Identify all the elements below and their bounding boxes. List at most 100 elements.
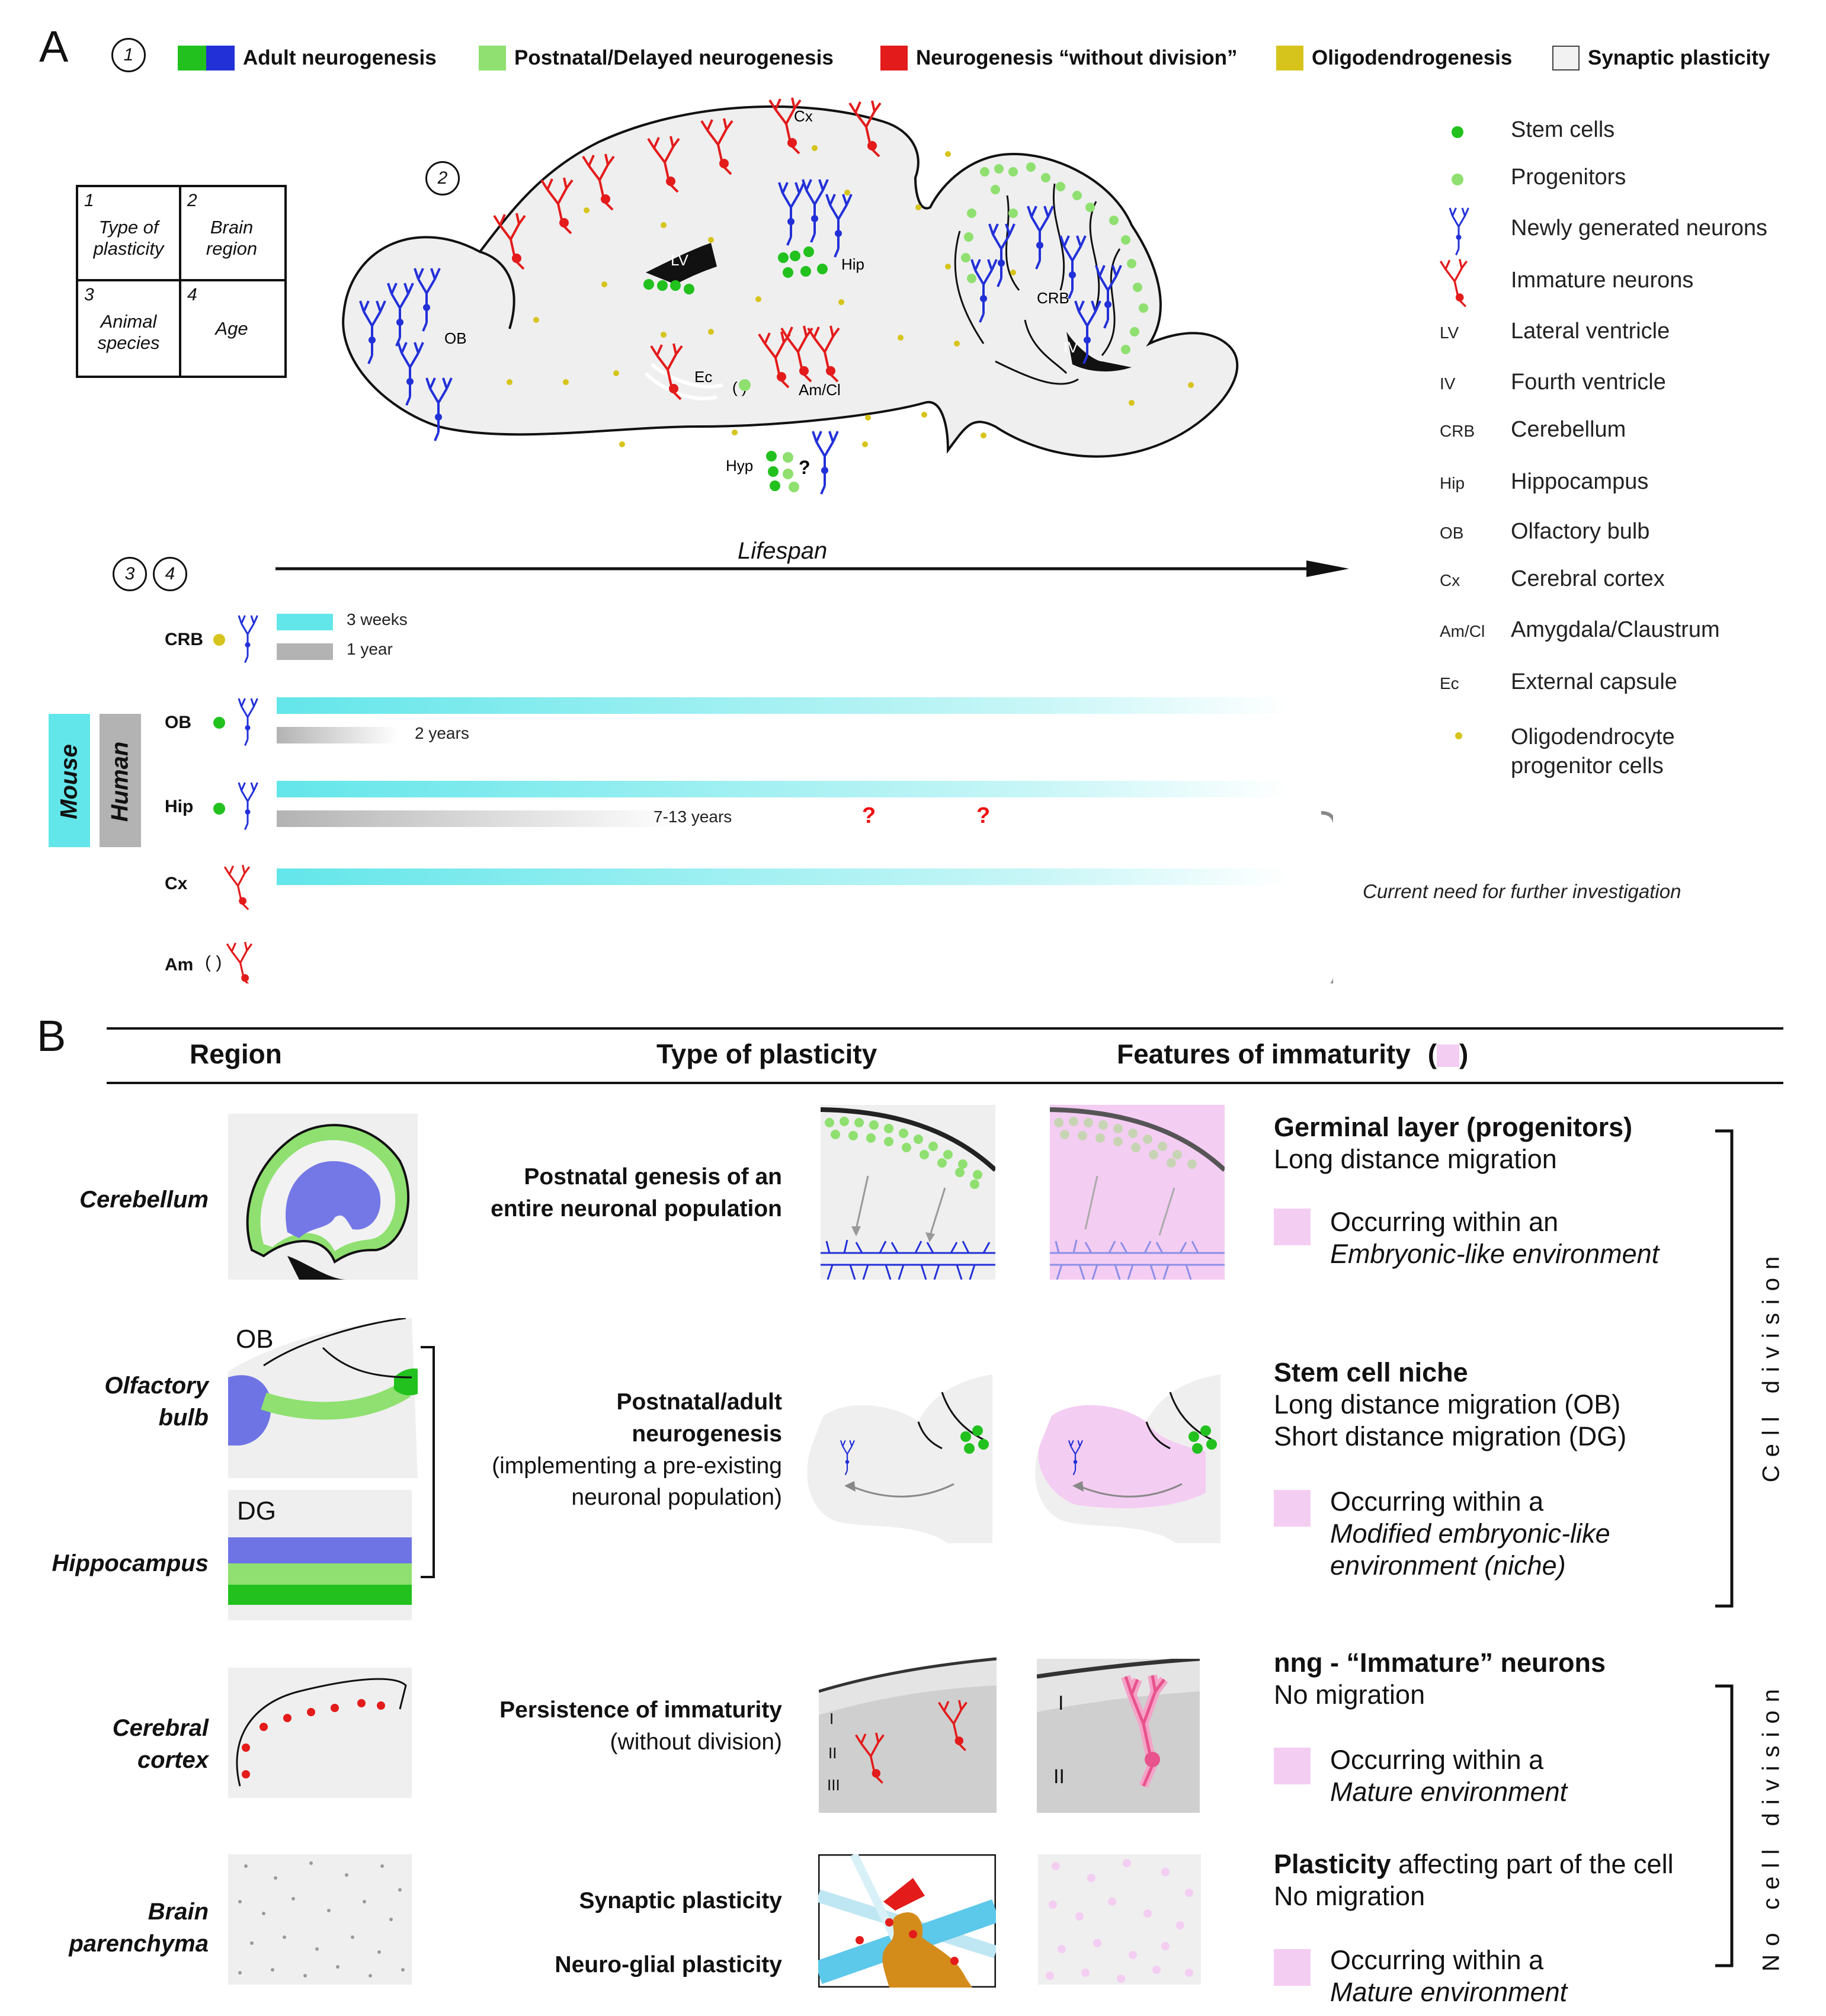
thumb-cerebral-cortex	[228, 1668, 412, 1798]
question-mark-2: ?	[976, 803, 991, 828]
legend-swatch-adult	[178, 46, 235, 70]
features-stem-niche: Stem cell niche Long distance migration …	[1274, 1357, 1627, 1451]
legend-swatch-nng	[880, 46, 908, 70]
label-amcl: Am/Cl	[799, 381, 841, 399]
thumb-brain-parenchyma	[228, 1854, 412, 1985]
pink-box-1	[1274, 1209, 1311, 1245]
legend-label: Synaptic plasticity	[1588, 46, 1770, 69]
opc-icon	[1455, 732, 1462, 739]
pink-box-2	[1274, 1490, 1311, 1527]
crb-human-caption: 1 year	[347, 640, 393, 658]
label-hip: Hip	[841, 255, 864, 273]
illus-synaptic-pink	[1038, 1854, 1201, 1985]
thumb-olfactory-bulb	[228, 1318, 418, 1478]
header-rule-bottom	[107, 1082, 1783, 1084]
thumb-ob-label: OB	[236, 1325, 274, 1354]
species-human: Human	[100, 714, 141, 847]
layer-label-i: I	[829, 1710, 834, 1727]
rl-amygdala: Amygdala/Claustrum	[1511, 617, 1720, 642]
legend-neurogenesis-without-division: Neurogenesis “without division”	[880, 43, 1238, 73]
pink-box-3	[1274, 1748, 1311, 1784]
lifespan-label: Lifespan	[738, 538, 828, 564]
brain-outline	[342, 105, 1239, 458]
illus-cortex-immature	[819, 1656, 997, 1813]
legend-label: Oligodendrogenesis	[1312, 46, 1513, 69]
features-stem-niche-env: Occurring within a Modified embryonic-li…	[1330, 1486, 1610, 1581]
header-region: Region	[190, 1039, 282, 1069]
stem-cell-icon	[1452, 126, 1463, 138]
ob-mouse-bar	[277, 697, 1290, 714]
progenitor-icon	[1452, 174, 1463, 185]
illus-cerebellum-pink	[1050, 1105, 1225, 1280]
rl-sym-hip: Hip	[1440, 474, 1465, 492]
label-q: ?	[799, 457, 811, 478]
stem-cells-lv	[643, 279, 694, 294]
label-crb: CRB	[1037, 289, 1069, 307]
row-label-crb: CRB	[165, 630, 203, 649]
bracket-cell-division	[1715, 1129, 1734, 1608]
header-features: Features of immaturity ()	[1117, 1039, 1469, 1069]
bracket-no-cell-division	[1715, 1684, 1734, 1967]
brace-note: Current need for further investigation	[1363, 880, 1681, 902]
cx-mouse-bar	[277, 868, 1290, 885]
illus-adult-neurogenesis-pink	[1035, 1374, 1220, 1543]
layer-label-ii-b: II	[1053, 1765, 1065, 1788]
stem-cells-hip	[778, 246, 828, 278]
hyp-cells	[739, 379, 799, 492]
opc-dots	[507, 145, 1194, 447]
illus-cerebellum-genesis	[821, 1105, 995, 1280]
legend-label: Neurogenesis “without division”	[916, 46, 1238, 69]
features-nng: nng - “Immature” neurons No migration	[1274, 1648, 1606, 1710]
crb-mouse-caption: 3 weeks	[347, 610, 408, 629]
rl-sym-ec: Ec	[1440, 674, 1459, 693]
right-legend-icons	[1440, 126, 1469, 739]
rl-cerebral-cortex: Cerebral cortex	[1511, 566, 1665, 591]
hip-mouse-bar	[277, 781, 1290, 797]
label-no-cell-division: No cell division	[1758, 1681, 1785, 1972]
layer-label-iii: III	[827, 1776, 840, 1794]
rl-new-neurons: Newly generated neurons	[1511, 216, 1768, 241]
rl-fourth-ventricle: Fourth ventricle	[1511, 370, 1666, 395]
legend-swatch-oligo	[1276, 46, 1303, 70]
plasticity-cortex: Persistence of immaturity(without divisi…	[499, 1697, 782, 1755]
question-mark-1: ?	[862, 803, 876, 828]
pink-box-4	[1274, 1949, 1311, 1986]
marker-4: 4	[153, 557, 187, 591]
rl-sym-ob: OB	[1440, 524, 1464, 542]
marker-2: 2	[425, 161, 460, 195]
label-lv: LV	[671, 251, 689, 269]
legend-label: Adult neurogenesis	[243, 46, 437, 69]
rl-external-capsule: External capsule	[1511, 669, 1677, 694]
crb-human-bar	[277, 643, 333, 660]
rl-sym-crb: CRB	[1440, 422, 1475, 440]
rl-stem-cells: Stem cells	[1511, 117, 1615, 142]
legend-swatch-synaptic	[1552, 46, 1580, 70]
row-am-paren: ( )	[205, 953, 222, 972]
panel-b-letter: B	[37, 1011, 66, 1060]
lifespan-arrow	[275, 560, 1349, 577]
row-label-ob: OB	[165, 713, 191, 732]
layer-label-ii: II	[828, 1744, 837, 1762]
row-label-cx: Cx	[165, 874, 188, 893]
label-ob: OB	[444, 329, 467, 347]
rl-sym-iv: IV	[1440, 374, 1456, 393]
marker-1: 1	[111, 38, 146, 72]
header-plasticity: Type of plasticity	[656, 1039, 877, 1069]
hip-human-caption: 7-13 years	[653, 807, 732, 826]
pink-swatch-header	[1437, 1044, 1460, 1067]
legend-adult-neurogenesis: Adult neurogenesis	[178, 43, 437, 73]
region-cerebellum: Cerebellum	[79, 1187, 209, 1213]
lateral-ventricle	[646, 243, 717, 284]
species-mouse: Mouse	[49, 714, 90, 847]
hip-human-bar	[277, 810, 680, 827]
fourth-ventricle	[1066, 332, 1132, 371]
rl-olfactory-bulb: Olfactory bulb	[1511, 519, 1650, 544]
ob-human-caption: 2 years	[415, 724, 469, 742]
immature-neuron-icon	[1440, 258, 1468, 308]
rl-sym-lv: LV	[1440, 323, 1459, 342]
